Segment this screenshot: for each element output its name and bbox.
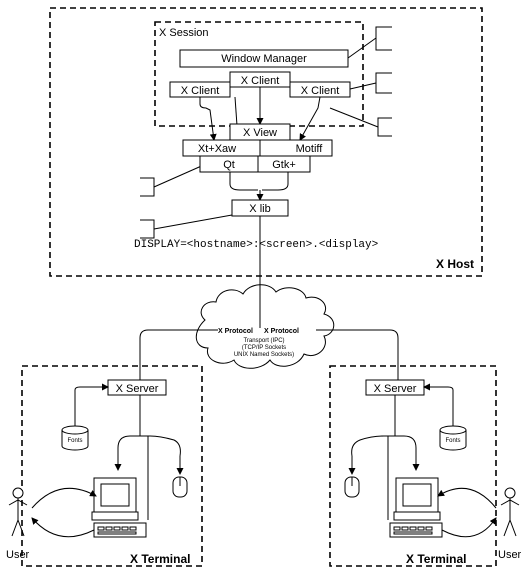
mouse-right-icon <box>344 476 360 498</box>
bracket-xlib <box>140 219 155 239</box>
x-terminal-right-boundary <box>329 365 497 567</box>
transport-line: (TCP/IP Sockets <box>242 345 286 351</box>
window-manager-label: Window Manager <box>221 53 307 65</box>
line-network-right-terminal <box>316 329 399 380</box>
arrow-fonts-left <box>74 383 109 426</box>
x-terminal-left-label: X Terminal <box>130 552 190 566</box>
line-qt-xlib <box>229 172 258 191</box>
arrow-keyboard-right-user <box>441 517 497 538</box>
protocol-right-label: X Protocol <box>264 328 299 335</box>
x-terminal-left-boundary <box>21 365 203 567</box>
xlib-label: X lib <box>249 203 270 215</box>
line-gtk-xlib <box>262 172 289 191</box>
fonts-left-icon <box>61 425 89 451</box>
arrow-client-right <box>299 96 321 141</box>
user-right-icon <box>500 487 520 537</box>
arrow-fonts-right <box>423 383 454 426</box>
xview-label: X View <box>243 127 277 139</box>
keyboard-right-icon <box>389 522 443 538</box>
bracket-client <box>375 72 392 94</box>
line-server-right-branch <box>351 435 417 457</box>
fonts-left-label: Fonts <box>67 438 82 444</box>
arrow-user-right-monitor <box>437 487 497 509</box>
x-terminal-right-label: X Terminal <box>406 552 466 566</box>
qt-label: Qt <box>223 159 235 171</box>
fonts-right-label: Fonts <box>445 438 460 444</box>
line-network-left-terminal <box>139 329 218 380</box>
x-client-label: X Client <box>181 85 220 97</box>
connector-client <box>349 82 377 90</box>
network-cloud <box>195 284 335 369</box>
line-server-left-branch <box>117 435 181 457</box>
x-server-right-label: X Server <box>374 383 417 395</box>
x-client-label: X Client <box>241 75 280 87</box>
protocol-left-label: X Protocol <box>218 328 253 335</box>
gtk-label: Gtk+ <box>272 159 296 171</box>
arrow-client-left <box>199 97 217 141</box>
x-host-boundary <box>49 7 483 277</box>
user-left-icon <box>8 487 28 537</box>
motiff-label: Motiff <box>296 143 324 155</box>
x-server-left-label: X Server <box>116 383 159 395</box>
connector-window-manager <box>347 37 377 59</box>
x-session-label: X Session <box>159 27 209 39</box>
mouse-left-icon <box>172 476 188 498</box>
arrow-keyboard-left-user <box>31 517 95 538</box>
arrow-user-left-monitor <box>31 487 97 509</box>
bracket-window-manager <box>375 26 392 51</box>
connector-toolkit <box>329 107 379 128</box>
bracket-toolkit-left <box>140 177 155 197</box>
user-left-label: User <box>6 549 30 561</box>
bracket-toolkit <box>377 117 392 137</box>
connector-xlib <box>153 214 233 230</box>
transport-line: Transport (IPC) <box>243 338 284 344</box>
keyboard-left-icon <box>93 522 147 538</box>
display-variable: DISPLAY=<hostname>:<screen>.<display> <box>134 239 378 251</box>
monitor-left-icon <box>91 477 139 521</box>
window-manager-box <box>179 49 349 68</box>
user-right-label: User <box>498 549 522 561</box>
transport-line: UNIX Named Sockets) <box>234 352 294 358</box>
xt-xaw-label: Xt+Xaw <box>198 143 236 155</box>
monitor-right-icon <box>393 477 441 521</box>
x-host-label: X Host <box>436 257 474 271</box>
x-client-label: X Client <box>301 85 340 97</box>
toolkit-row2-box <box>199 155 311 173</box>
